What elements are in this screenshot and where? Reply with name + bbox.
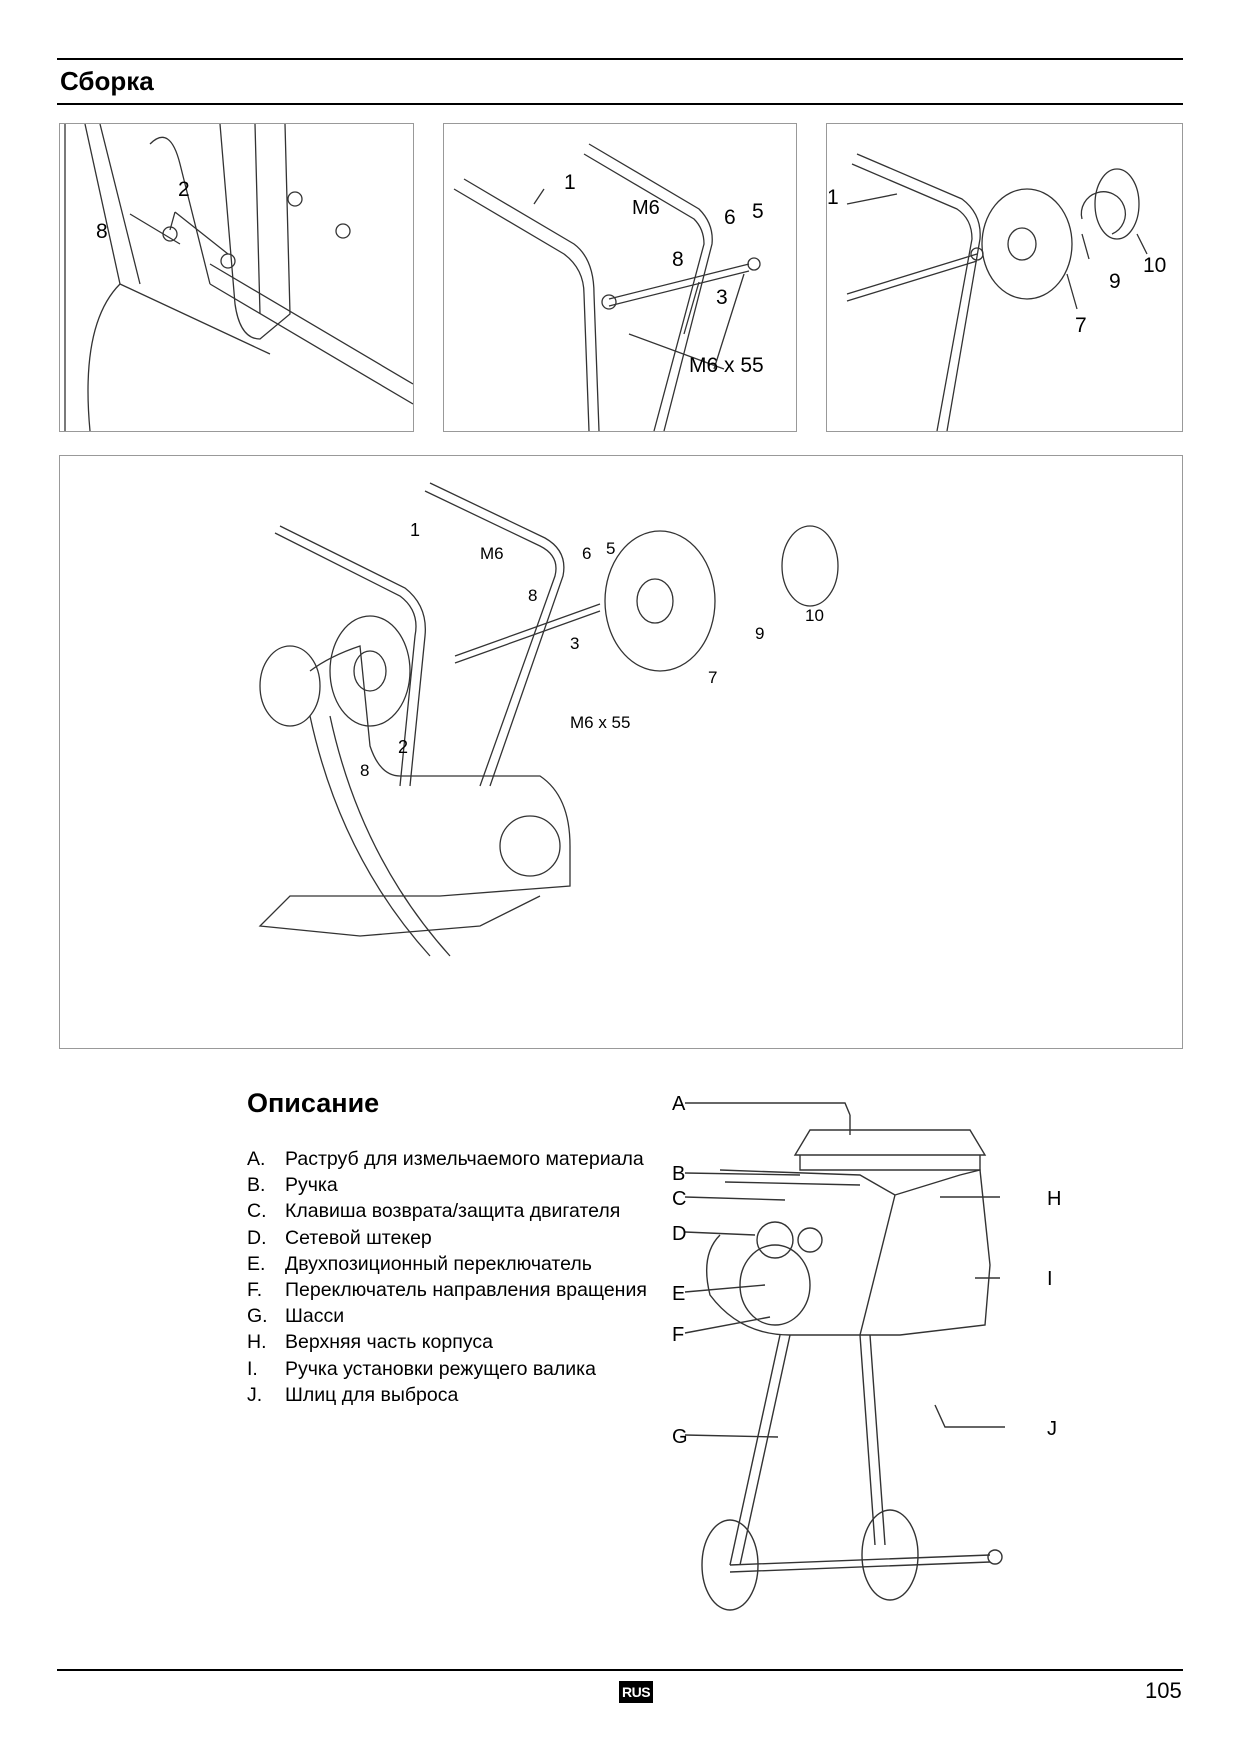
item-key: J. <box>247 1383 263 1406</box>
callout-i: I <box>1047 1268 1053 1290</box>
item-key: A. <box>247 1148 266 1170</box>
callout-g: G <box>672 1426 688 1448</box>
item-key: D. <box>247 1226 267 1249</box>
item-text: Клавиша возврата/защита двигателя <box>285 1200 621 1223</box>
callout-f: F <box>672 1324 684 1346</box>
list-item: E. Двухпозиционный переключатель <box>247 1251 647 1277</box>
callout-b: B <box>672 1163 685 1185</box>
page-number: 105 <box>1145 1678 1182 1703</box>
callout-c: C <box>672 1188 686 1210</box>
callout-6: 6 <box>582 544 591 563</box>
item-key: H. <box>247 1331 267 1354</box>
callout-3: 3 <box>716 286 728 309</box>
item-text: Шасси <box>285 1305 345 1328</box>
list-item: A. Раструб для измельчаемого материала <box>247 1146 647 1172</box>
item-text: Шлиц для выброса <box>285 1383 459 1406</box>
title-underline <box>57 103 1183 105</box>
callout-9: 9 <box>1109 270 1121 293</box>
callout-m6: M6 <box>480 544 504 563</box>
callout-j: J <box>1047 1418 1057 1440</box>
list-item: B. Ручка <box>247 1172 647 1198</box>
item-text: Верхняя часть корпуса <box>285 1331 493 1354</box>
shredder-diagram: A B C D E F G H I J <box>660 1085 1080 1635</box>
item-key: E. <box>247 1252 266 1275</box>
item-key: G. <box>247 1305 268 1328</box>
callout-7: 7 <box>708 668 717 687</box>
assembly-figure-main: 1 M6 6 5 8 3 10 9 7 M6 x 55 2 8 <box>59 455 1183 1049</box>
callout-8b: 8 <box>360 761 369 780</box>
list-item: J. Шлиц для выброса <box>247 1382 647 1408</box>
callout-3: 3 <box>570 634 579 653</box>
footer-rule <box>57 1669 1183 1671</box>
callout-d: D <box>672 1223 686 1245</box>
callout-7: 7 <box>1075 314 1087 337</box>
callout-m6: M6 <box>632 197 660 219</box>
callout-5: 5 <box>752 200 764 223</box>
item-key: C. <box>247 1200 267 1223</box>
item-key: B. <box>247 1174 266 1197</box>
description-title: Описание <box>247 1088 380 1118</box>
callout-1: 1 <box>827 186 839 209</box>
callout-e: E <box>672 1283 685 1305</box>
callout-a: A <box>672 1093 686 1115</box>
item-key: I. <box>247 1357 258 1380</box>
callout-10: 10 <box>805 606 824 625</box>
callout-6: 6 <box>724 206 736 229</box>
callout-2: 2 <box>178 178 190 201</box>
callout-2: 2 <box>398 737 408 757</box>
item-text: Ручка установки режущего валика <box>285 1357 596 1380</box>
parts-list: A. Раструб для измельчаемого материала B.… <box>247 1146 647 1408</box>
callout-1: 1 <box>564 171 576 194</box>
list-item: D. Сетевой штекер <box>247 1225 647 1251</box>
callout-1: 1 <box>410 520 420 540</box>
item-text: Двухпозиционный переключатель <box>285 1252 592 1275</box>
item-text: Раструб для измельчаемого материала <box>285 1148 644 1170</box>
list-item: C. Клавиша возврата/защита двигателя <box>247 1198 647 1224</box>
assembly-figure-2: 1 M6 6 5 8 3 M6 x 55 <box>443 123 797 432</box>
section-title: Сборка <box>60 66 154 96</box>
item-text: Сетевой штекер <box>285 1226 432 1249</box>
language-badge: RUS <box>619 1681 654 1703</box>
item-key: F. <box>247 1279 263 1302</box>
assembly-figure-1: 2 8 <box>59 123 414 432</box>
callout-5: 5 <box>606 539 615 558</box>
assembly-figure-3: 1 9 10 7 <box>826 123 1183 432</box>
callout-h: H <box>1047 1188 1061 1210</box>
callout-8: 8 <box>96 220 108 243</box>
callout-8: 8 <box>672 248 684 271</box>
list-item: G. Шасси <box>247 1303 647 1329</box>
list-item: F. Переключатель направления вращения <box>247 1277 647 1303</box>
callout-10: 10 <box>1143 254 1166 277</box>
callout-m6x55: M6 x 55 <box>570 713 630 732</box>
list-item: H. Верхняя часть корпуса <box>247 1329 647 1355</box>
item-text: Переключатель направления вращения <box>285 1279 647 1302</box>
callout-8: 8 <box>528 586 537 605</box>
callout-m6x55: M6 x 55 <box>689 354 764 377</box>
top-rule <box>57 58 1183 60</box>
callout-9: 9 <box>755 624 764 643</box>
list-item: I. Ручка установки режущего валика <box>247 1356 647 1382</box>
item-text: Ручка <box>285 1174 338 1197</box>
